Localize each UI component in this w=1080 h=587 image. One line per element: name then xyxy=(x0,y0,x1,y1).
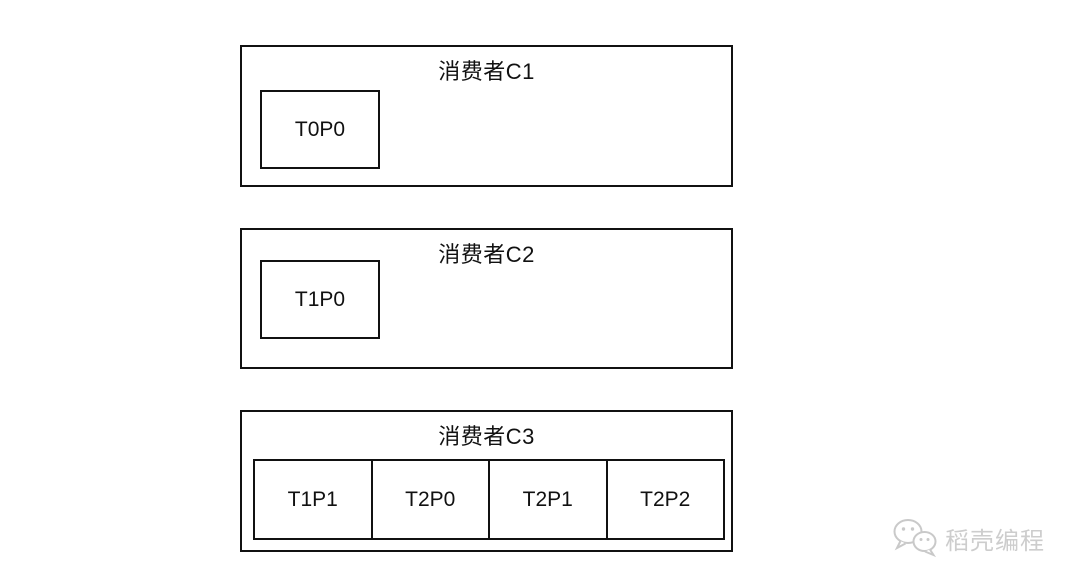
partition-cell-t2p1: T2P1 xyxy=(490,461,608,538)
consumer-title-c2: 消费者C2 xyxy=(438,242,535,267)
partition-box-t1p0: T1P0 xyxy=(260,260,380,339)
watermark: 稻壳编程 xyxy=(891,517,1045,559)
partition-row-c3: T1P1 T2P0 T2P1 T2P2 xyxy=(253,459,725,540)
partition-cell-t2p2: T2P2 xyxy=(640,487,691,511)
consumer-title-c3: 消费者C3 xyxy=(438,424,535,449)
consumer-box-c2: 消费者C2 T1P0 xyxy=(240,228,733,369)
partition-cell-t1p1: T1P1 xyxy=(255,461,373,538)
partition-box-t0p0: T0P0 xyxy=(260,90,380,169)
consumer-box-c3: 消费者C3 T1P1 T2P0 T2P1 T2P2 xyxy=(240,410,733,552)
consumer-title-c1: 消费者C1 xyxy=(438,59,535,84)
wechat-icon xyxy=(891,517,941,559)
partition-cell-t2p0: T2P0 xyxy=(373,461,490,538)
watermark-brand-text: 稻壳编程 xyxy=(945,527,1045,555)
consumer-box-c1: 消费者C1 T0P0 xyxy=(240,45,733,187)
